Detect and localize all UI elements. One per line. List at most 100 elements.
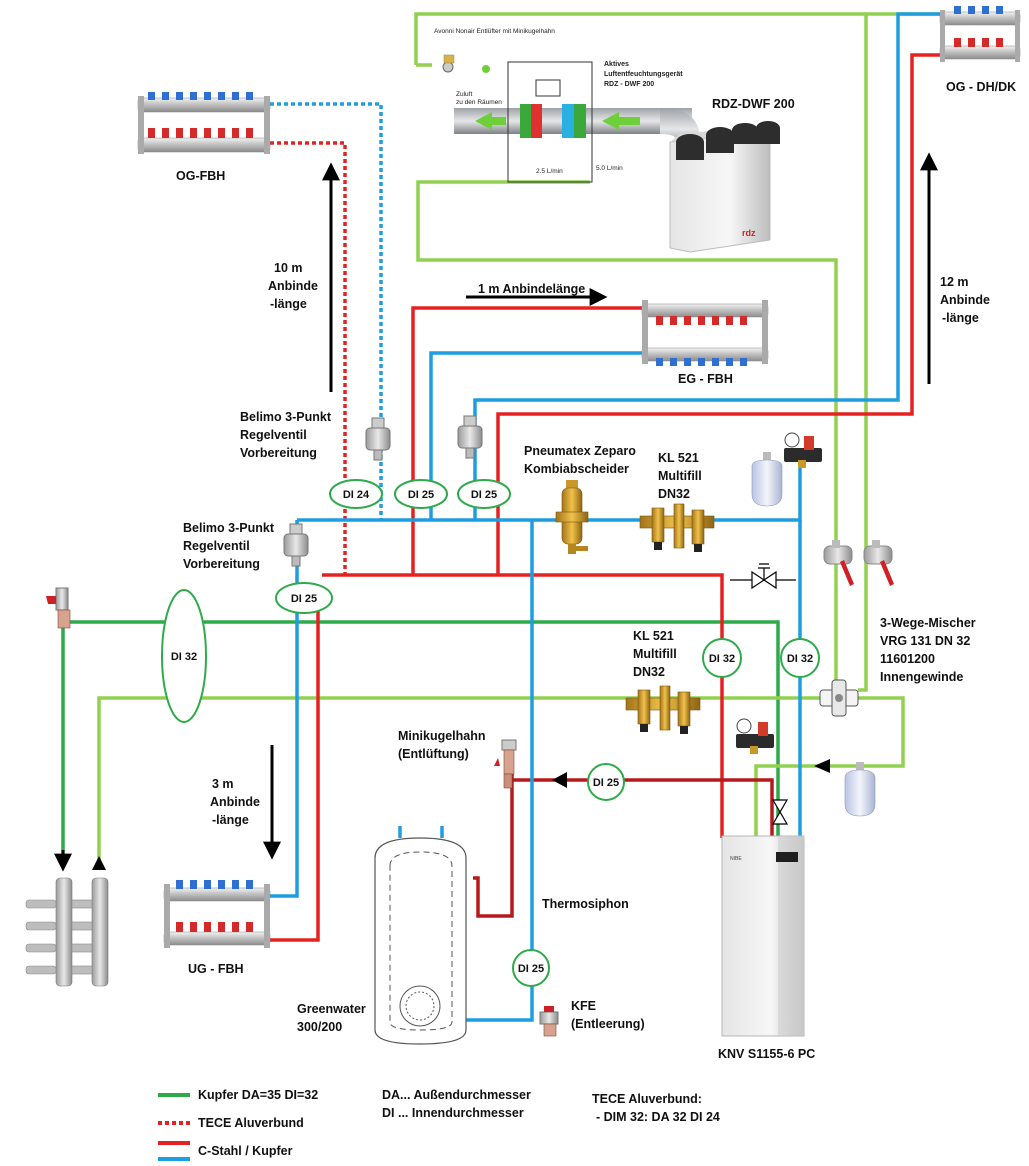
greenwater-buffer-tank: [374, 837, 467, 1045]
tece-red-og: [270, 141, 347, 575]
air-arrow-left-2: [602, 112, 640, 130]
tece-blue-og: [270, 102, 383, 520]
label-kl2-2: Multifill: [633, 647, 677, 661]
rdz-unit-ports: [676, 121, 780, 160]
label-greenwater-1: Greenwater: [297, 1002, 366, 1016]
label-belimo2-2: Regelventil: [183, 539, 250, 553]
safety-group-upper: [784, 432, 822, 468]
badge-di25-b: DI 25: [457, 479, 511, 509]
red-thermosiphon: [512, 778, 774, 838]
badge-di24: DI 24: [329, 479, 383, 509]
label-eg-fbh: EG - FBH: [678, 372, 733, 386]
blue-return-ug: [268, 520, 299, 898]
knv-brand: NIBE: [730, 856, 742, 862]
badge-di32-a: DI 32: [702, 638, 742, 678]
label-kl2-1: KL 521: [633, 629, 674, 643]
label-zuluft-1: Zuluft: [456, 91, 472, 98]
label-mischer-4: Innengewinde: [880, 670, 963, 684]
light-green-rdz-top: [414, 12, 866, 65]
blue-boiler-bottom: [466, 520, 534, 1022]
belimo-valve-2: [283, 523, 309, 567]
svg-text:DI 32: DI 32: [171, 651, 197, 663]
light-green-return-ug: [97, 696, 822, 860]
vertical-distributor: [25, 877, 109, 987]
label-ug-fbh: UG - FBH: [188, 962, 244, 976]
label-belimo2-1: Belimo 3-Punkt: [183, 521, 275, 535]
arrow-left-mixer: [814, 759, 830, 773]
label-aktives-1: Aktives: [604, 61, 629, 68]
light-green-rdz-bottom: [416, 180, 838, 690]
badge-di25-e: DI 25: [512, 949, 550, 987]
label-kl1-3: DN32: [658, 487, 690, 501]
light-green-og-dh: [858, 12, 944, 692]
heat-exchanger-green-2: [574, 104, 586, 138]
label-belimo1-3: Vorbereitung: [240, 446, 317, 460]
light-green-mixer-out: [754, 696, 905, 838]
legend-kupfer: Kupfer DA=35 DI=32: [198, 1088, 318, 1102]
belimo-valve-1: [365, 417, 391, 461]
manifold-ug-fbh: [163, 880, 271, 948]
label-belimo1-2: Regelventil: [240, 428, 307, 442]
ball-valve-right: [863, 540, 894, 586]
label-knv: KNV S1155-6 PC: [718, 1047, 815, 1061]
manifold-og-dh: [939, 6, 1021, 62]
legend-da: DA... Außendurchmesser: [382, 1088, 531, 1102]
three-way-mixer: [819, 679, 859, 717]
heat-exchanger-red: [531, 104, 542, 138]
label-zuluft-2: zu den Räumen: [456, 99, 502, 106]
label-kl2-3: DN32: [633, 665, 665, 679]
legend-tece-heading: TECE Aluverbund:: [592, 1092, 702, 1106]
multifill-1: [639, 503, 715, 552]
label-mischer-2: VRG 131 DN 32: [880, 634, 970, 648]
label-belimo2-3: Vorbereitung: [183, 557, 260, 571]
label-og-fbh: OG-FBH: [176, 169, 225, 183]
label-flow-2: 5.0 L/min: [596, 165, 623, 172]
svg-text:DI 25: DI 25: [291, 593, 317, 605]
knv-heat-pump: NIBE: [721, 835, 805, 1037]
svg-text:DI 32: DI 32: [787, 653, 813, 665]
svg-text:DI 25: DI 25: [408, 489, 434, 501]
label-kl1-1: KL 521: [658, 451, 699, 465]
badge-di32-big: DI 32: [161, 589, 207, 723]
label-kfe-2: (Entleerung): [571, 1017, 645, 1031]
red-supply-main: [322, 573, 724, 838]
label-aktives-2: Luftentfeuchtungsgerät: [604, 71, 683, 78]
label-len1: 1 m Anbindelänge: [478, 282, 585, 296]
label-belimo1-1: Belimo 3-Punkt: [240, 410, 332, 424]
mini-ball-valve: [494, 739, 517, 789]
svg-text:DI 32: DI 32: [709, 653, 735, 665]
label-len3-2: Anbinde: [210, 795, 260, 809]
label-len12-1: 12 m: [940, 275, 969, 289]
label-aktives-3: RDZ - DWF 200: [604, 81, 654, 88]
label-thermosiphon: Thermosiphon: [542, 897, 629, 911]
legend: Kupfer DA=35 DI=32 TECE Aluverbund C-Sta…: [158, 1088, 720, 1161]
label-mischer-3: 11601200: [880, 652, 935, 666]
label-og-dh: OG - DH/DK: [946, 80, 1016, 94]
heat-exchanger-green: [520, 104, 532, 138]
label-greenwater-2: 300/200: [297, 1020, 342, 1034]
label-len10-2: Anbinde: [268, 279, 318, 293]
flow-arrows: [54, 152, 938, 872]
red-supply-og-dh: [496, 53, 944, 575]
svg-text:DI 25: DI 25: [593, 777, 619, 789]
arrow-left-thermosiphon: [552, 772, 567, 788]
pipe-network: [61, 12, 944, 1022]
zeparo-separator: [555, 480, 589, 554]
overflow-valve: [730, 563, 796, 590]
air-arrow-left: [475, 112, 506, 130]
label-rdz-title: RDZ-DWF 200: [712, 97, 795, 111]
ball-valve-left: [823, 540, 854, 586]
legend-cstahl: C-Stahl / Kupfer: [198, 1144, 293, 1158]
legend-tece: TECE Aluverbund: [198, 1116, 304, 1130]
safety-group-lower: [736, 718, 774, 754]
label-len12-3: -länge: [942, 311, 979, 325]
svg-text:DI 24: DI 24: [343, 489, 370, 501]
arrow-up-ug-return: [92, 856, 106, 870]
label-len10-1: 10 m: [274, 261, 303, 275]
badge-di25-d: DI 25: [587, 763, 625, 801]
label-len10-3: -länge: [270, 297, 307, 311]
badge-di32-b: DI 32: [780, 638, 820, 678]
heat-exchanger-blue: [562, 104, 574, 138]
svg-text:DI 25: DI 25: [518, 963, 544, 975]
